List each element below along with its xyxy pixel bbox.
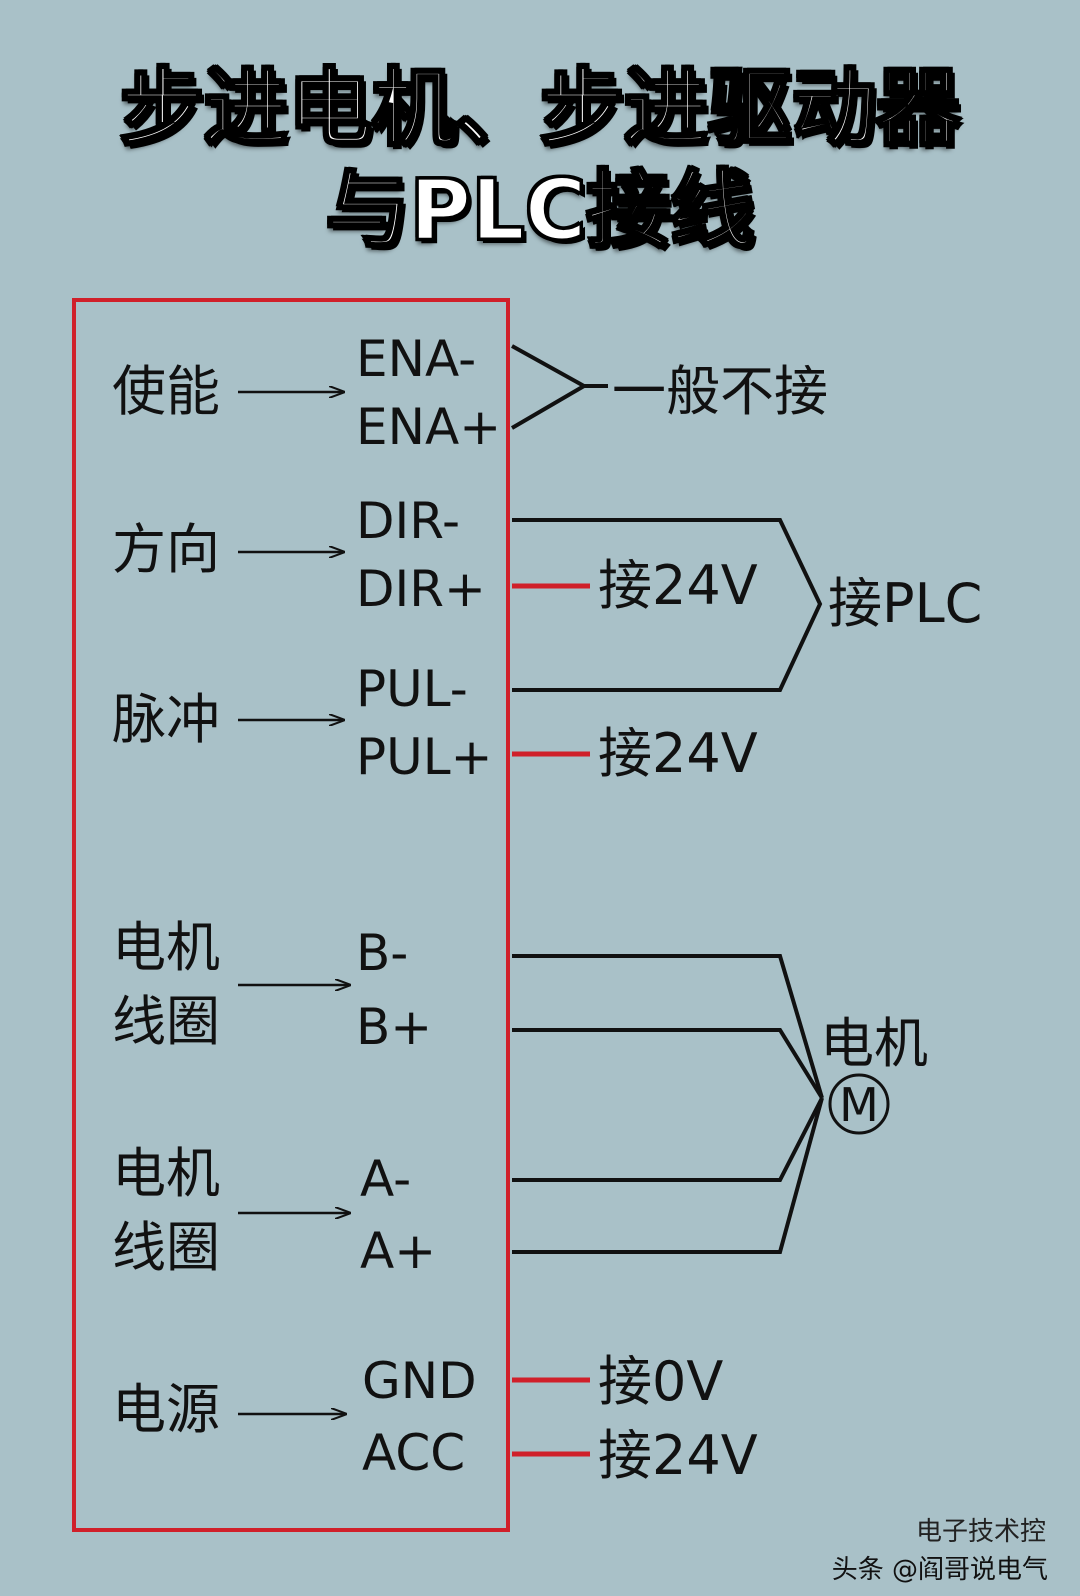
group-label-direction: 方向 — [112, 518, 220, 581]
driver-box — [72, 298, 510, 1532]
label-to-plc: 接PLC — [828, 572, 982, 635]
watermark-text: 电子技术控 — [915, 1517, 1046, 1547]
motor-symbol-icon — [828, 1073, 890, 1135]
wire-plc — [512, 518, 823, 692]
terminal-a-minus: A- — [360, 1150, 411, 1208]
label-ena-no-connect: 一般不接 — [612, 360, 828, 423]
source-credit: 头条 @阎哥说电气 — [831, 1555, 1048, 1585]
footer: 电子技术控 头条 @阎哥说电气 — [831, 1517, 1048, 1586]
terminal-pul-plus: PUL+ — [356, 728, 493, 786]
terminal-dir-plus: DIR+ — [356, 560, 486, 618]
label-dir-plus-24v: 接24V — [598, 554, 758, 617]
title-line-1: 步进电机、步进驱动器 — [118, 58, 961, 159]
group-label-pulse: 脉冲 — [112, 688, 220, 751]
group-label-coil-a-line2: 线圈 — [112, 1216, 220, 1279]
wire-motor-b-minus — [512, 954, 824, 1099]
terminal-acc: ACC — [362, 1424, 465, 1482]
terminal-b-minus: B- — [356, 924, 408, 982]
group-label-power: 电源 — [112, 1378, 220, 1441]
motor-symbol-letter: M — [839, 1078, 879, 1132]
label-gnd-0v: 接0V — [598, 1350, 723, 1413]
terminal-pul-minus: PUL- — [356, 660, 468, 718]
terminal-ena-minus: ENA- — [356, 330, 476, 388]
label-acc-24v: 接24V — [598, 1424, 758, 1487]
terminal-dir-minus: DIR- — [356, 492, 460, 550]
terminal-a-plus: A+ — [360, 1222, 436, 1280]
wire-ena — [510, 344, 589, 430]
group-label-enable: 使能 — [112, 360, 220, 423]
group-label-coil-b-line2: 线圈 — [112, 990, 220, 1053]
terminal-b-plus: B+ — [356, 998, 432, 1056]
terminal-ena-plus: ENA+ — [356, 398, 501, 456]
label-motor: 电机 — [820, 1012, 928, 1075]
group-label-coil-b-line1: 电机 — [112, 916, 220, 979]
group-label-coil-a-line1: 电机 — [112, 1142, 220, 1205]
wire-motor-b-plus — [512, 1028, 824, 1100]
wire-motor-a-minus — [512, 1097, 824, 1182]
terminal-gnd: GND — [362, 1352, 477, 1410]
title-line-2: 与PLC接线 — [324, 160, 756, 261]
label-pul-plus-24v: 接24V — [598, 722, 758, 785]
wire-motor-a-plus — [512, 1097, 824, 1254]
